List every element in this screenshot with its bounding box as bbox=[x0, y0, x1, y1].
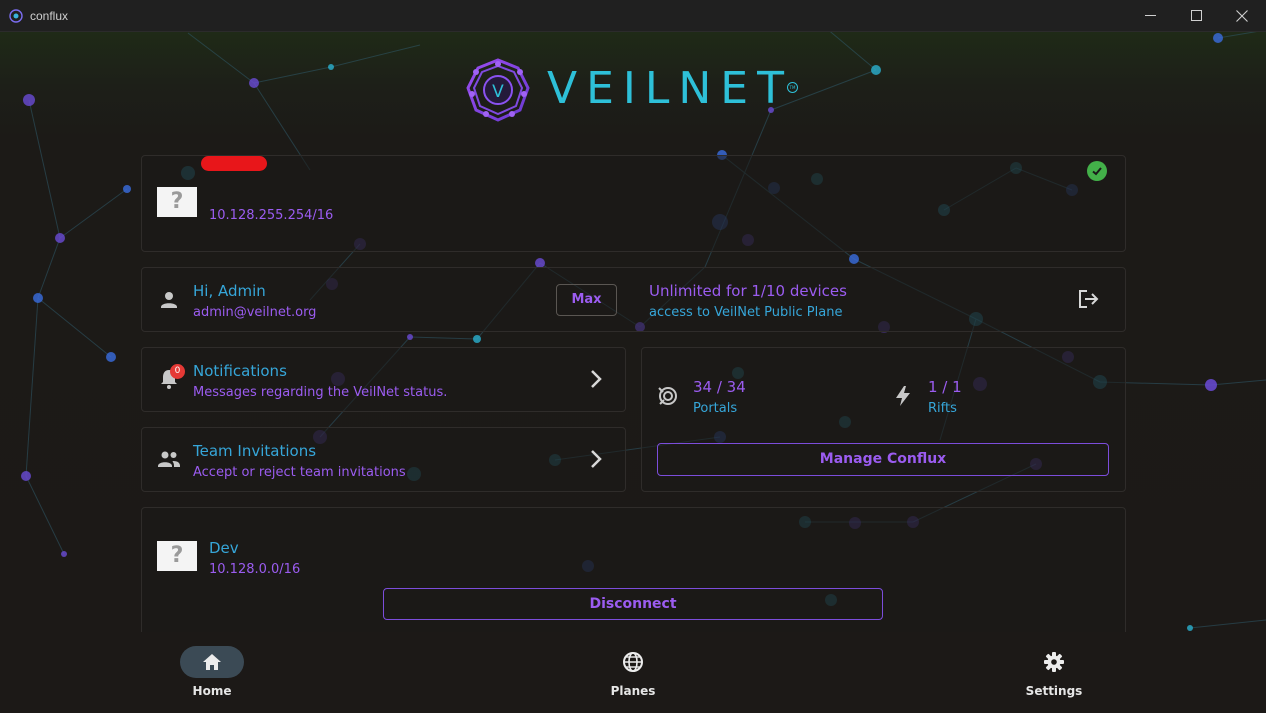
portal-icon bbox=[658, 387, 677, 405]
user-greeting: Hi, Admin bbox=[193, 282, 266, 300]
gear-icon bbox=[1044, 652, 1064, 672]
close-icon bbox=[1236, 9, 1248, 22]
manage-conflux-button[interactable]: Manage Conflux bbox=[657, 443, 1109, 476]
redacted-plane-name bbox=[201, 156, 267, 171]
team-invitations-subtitle: Accept or reject team invitations bbox=[193, 465, 406, 480]
nav-settings[interactable]: Settings bbox=[1022, 646, 1086, 698]
portals-value: 34 / 34 bbox=[693, 378, 746, 396]
group-icon bbox=[158, 451, 180, 467]
connection-address: 10.128.0.0/16 bbox=[209, 562, 301, 577]
logo-letter: V bbox=[492, 82, 504, 102]
nav-settings-label: Settings bbox=[1025, 684, 1083, 698]
nav-settings-indicator bbox=[1022, 646, 1086, 678]
chevron-right-icon bbox=[591, 450, 602, 468]
nav-planes-indicator bbox=[601, 646, 665, 678]
app-logo-icon bbox=[9, 8, 23, 23]
connected-status bbox=[1087, 161, 1107, 181]
notifications-badge: 0 bbox=[170, 364, 185, 379]
user-email: admin@veilnet.org bbox=[193, 305, 317, 320]
team-invitations-title: Team Invitations bbox=[193, 442, 317, 460]
person-icon bbox=[161, 292, 177, 308]
team-invitations-card[interactable] bbox=[141, 427, 626, 492]
nav-home[interactable]: Home bbox=[180, 646, 244, 698]
check-icon bbox=[1092, 167, 1102, 176]
minimize-button[interactable] bbox=[1127, 0, 1173, 31]
plane-address: 10.128.255.254/16 bbox=[209, 208, 334, 223]
user-card bbox=[141, 267, 1126, 332]
notifications-card[interactable] bbox=[141, 347, 626, 412]
chevron-right-icon bbox=[591, 370, 602, 388]
notifications-subtitle: Messages regarding the VeilNet status. bbox=[193, 385, 448, 400]
maximize-icon bbox=[1190, 10, 1202, 21]
logout-icon[interactable] bbox=[1078, 289, 1100, 309]
nav-home-indicator bbox=[180, 646, 244, 678]
connection-name: Dev bbox=[209, 539, 239, 557]
conflux-stats-card bbox=[641, 347, 1126, 492]
plan-subtitle: access to VeilNet Public Plane bbox=[649, 305, 843, 320]
title-bar: conflux bbox=[0, 0, 1266, 32]
nav-home-label: Home bbox=[192, 684, 232, 698]
trademark-badge: TM bbox=[787, 82, 798, 93]
bottom-navigation: Home Planes bbox=[0, 632, 1266, 713]
rifts-label: Rifts bbox=[928, 401, 957, 416]
rifts-value: 1 / 1 bbox=[928, 378, 962, 396]
brand-name: VEILNET bbox=[547, 63, 793, 114]
home-icon bbox=[203, 654, 221, 670]
connection-avatar: ? bbox=[157, 541, 197, 571]
globe-icon bbox=[623, 652, 643, 672]
close-button[interactable] bbox=[1219, 0, 1265, 31]
window-title: conflux bbox=[30, 8, 69, 23]
notifications-title: Notifications bbox=[193, 362, 287, 380]
nav-planes-label: Planes bbox=[610, 684, 656, 698]
lightning-icon bbox=[896, 386, 910, 406]
nav-planes[interactable]: Planes bbox=[601, 646, 665, 698]
plan-title: Unlimited for 1/10 devices bbox=[649, 282, 847, 300]
maximize-button[interactable] bbox=[1173, 0, 1219, 31]
portals-label: Portals bbox=[693, 401, 738, 416]
plane-avatar: ? bbox=[157, 187, 197, 217]
minimize-icon bbox=[1144, 15, 1156, 16]
disconnect-button[interactable]: Disconnect bbox=[383, 588, 883, 620]
veilnet-logo-icon: V bbox=[466, 58, 530, 122]
plan-max-button[interactable]: Max bbox=[556, 284, 617, 316]
connection-card bbox=[141, 507, 1126, 648]
current-plane-card bbox=[141, 155, 1126, 252]
